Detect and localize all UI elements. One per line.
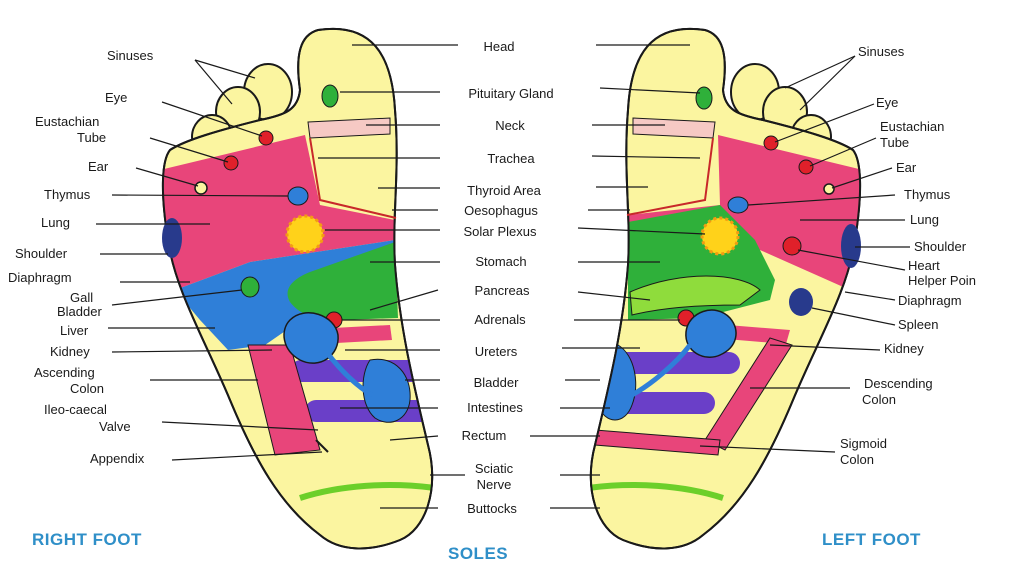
left-descending-colon xyxy=(704,337,793,451)
label-left-sigmoid: Sigmoid xyxy=(840,436,887,451)
right-ureter xyxy=(323,348,374,398)
label-head: Head xyxy=(483,39,515,54)
left-pancreas-zone xyxy=(629,275,761,316)
label-left-sigmoid-colon: Colon xyxy=(840,452,874,467)
label-adrenals: Adrenals xyxy=(474,312,526,327)
label-rectum: Rectum xyxy=(461,428,507,443)
label-left-kidney: Kidney xyxy=(884,341,924,356)
left-spleen xyxy=(789,288,813,316)
label-left-thymus: Thymus xyxy=(904,187,951,202)
left-eustachian-dot xyxy=(798,159,814,175)
left-sinus-dot xyxy=(763,135,779,151)
left-pituitary-dot xyxy=(695,86,713,110)
right-gall-bladder-dot xyxy=(240,276,260,298)
label-solar-plexus: Solar Plexus xyxy=(463,224,537,239)
label-right-eustachian: Eustachian xyxy=(35,114,100,129)
label-left-ear: Ear xyxy=(896,160,917,175)
right-lung-zone xyxy=(162,135,395,290)
right-trachea-line xyxy=(309,137,397,219)
label-left-eustachian-tube: Tube xyxy=(880,135,910,150)
label-left-heart: Heart xyxy=(908,258,940,273)
left-shoulder-spot xyxy=(841,224,861,268)
title-soles: SOLES xyxy=(448,544,509,563)
left-solar-plexus xyxy=(700,216,740,256)
label-left-eye: Eye xyxy=(876,95,899,110)
right-sole-outline xyxy=(161,27,434,550)
label-right-lung: Lung xyxy=(41,215,70,230)
title-right-foot: RIGHT FOOT xyxy=(32,530,142,549)
left-neck-band xyxy=(632,117,716,139)
label-right-ascending: Ascending xyxy=(34,365,95,380)
label-thyroid-area: Thyroid Area xyxy=(467,183,541,198)
label-right-liver: Liver xyxy=(60,323,89,338)
left-trachea-line xyxy=(626,137,714,216)
label-left-lung: Lung xyxy=(910,212,939,227)
label-sciatic: Sciatic xyxy=(474,461,514,476)
label-left-spleen: Spleen xyxy=(898,317,939,332)
right-sciatic-band xyxy=(299,482,433,501)
label-right-kidney: Kidney xyxy=(50,344,90,359)
label-right-appendix: Appendix xyxy=(90,451,145,466)
label-bladder: Bladder xyxy=(473,375,519,390)
label-right-eustachian-tube: Tube xyxy=(77,130,107,145)
left-kidney xyxy=(685,309,737,358)
label-right-sinuses: Sinuses xyxy=(107,48,154,63)
label-right-ileo-valve: Valve xyxy=(99,419,131,434)
label-right-gall-bladder: Bladder xyxy=(57,304,102,319)
label-left-descending-colon: Colon xyxy=(862,392,896,407)
label-right-gall: Gall xyxy=(70,290,94,305)
left-thymus-dot xyxy=(727,196,749,214)
label-right-ileo-caecal: Ileo-caecal xyxy=(44,402,107,417)
label-trachea: Trachea xyxy=(487,151,535,166)
label-left-shoulder: Shoulder xyxy=(914,239,967,254)
label-right-ear: Ear xyxy=(88,159,109,174)
right-ear-dot xyxy=(194,181,208,195)
right-eustachian-dot xyxy=(223,155,239,171)
label-right-thymus: Thymus xyxy=(44,187,91,202)
label-neck: Neck xyxy=(495,118,525,133)
left-lung-zone xyxy=(628,135,861,290)
right-shoulder-spot xyxy=(162,218,182,258)
label-sciatic-nerve: Nerve xyxy=(476,477,512,492)
right-appendix-mark xyxy=(315,439,329,453)
right-sinus-dot xyxy=(258,130,274,146)
left-heart-dot xyxy=(782,236,802,256)
left-foot xyxy=(589,27,862,550)
leader-lines xyxy=(96,44,910,509)
right-ascending-colon xyxy=(247,344,321,456)
label-right-diaphragm: Diaphragm xyxy=(8,270,72,285)
left-ureter xyxy=(630,343,692,398)
left-ear-dot xyxy=(823,183,835,195)
right-neck-band xyxy=(307,117,391,139)
label-left-diaphragm: Diaphragm xyxy=(898,293,962,308)
label-left-descending: Descending xyxy=(864,376,933,391)
right-thymus-dot xyxy=(287,186,309,206)
right-solar-plexus xyxy=(285,214,325,254)
label-left-heart-helper: Helper Poin xyxy=(908,273,976,288)
label-stomach: Stomach xyxy=(475,254,527,269)
label-left-eustachian: Eustachian xyxy=(880,119,945,134)
left-sciatic-band xyxy=(590,482,724,501)
label-right-ascending-colon: Colon xyxy=(70,381,104,396)
label-pancreas: Pancreas xyxy=(474,283,530,298)
title-left-foot: LEFT FOOT xyxy=(822,530,921,549)
label-pituitary-gland: Pituitary Gland xyxy=(468,86,554,101)
label-intestines: Intestines xyxy=(467,400,523,415)
label-left-sinuses: Sinuses xyxy=(858,44,905,59)
label-oesophagus: Oesophagus xyxy=(464,203,538,218)
label-ureters: Ureters xyxy=(474,344,518,359)
label-right-shoulder: Shoulder xyxy=(15,246,68,261)
label-right-eye: Eye xyxy=(105,90,128,105)
right-pituitary-dot xyxy=(321,84,339,108)
label-buttocks: Buttocks xyxy=(467,501,517,516)
right-foot xyxy=(161,27,434,550)
